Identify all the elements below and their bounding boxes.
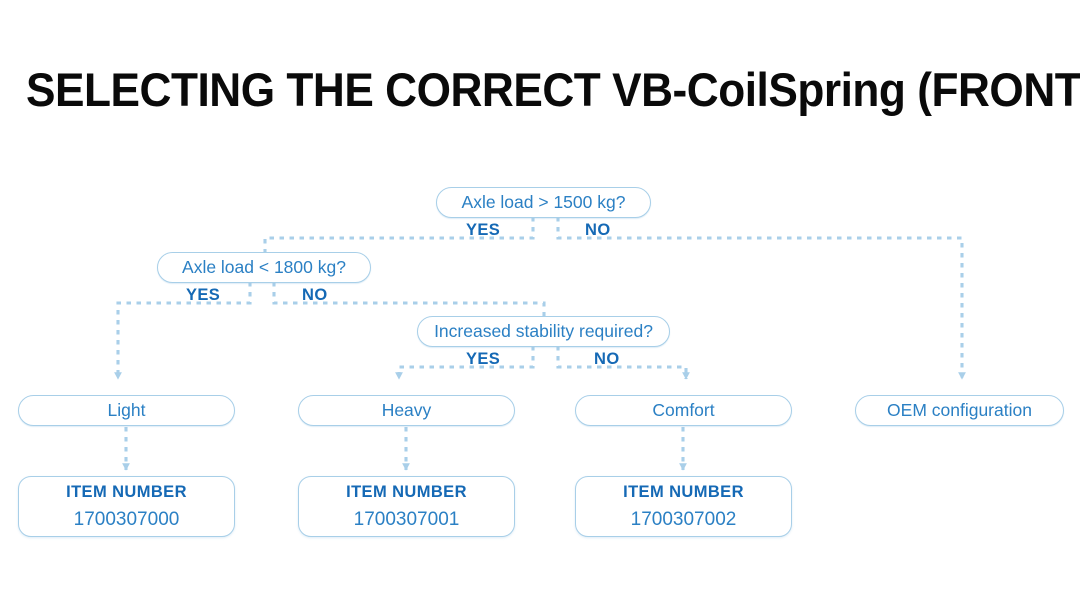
decision-node-label: Axle load > 1500 kg? <box>461 191 626 212</box>
item-number-value: 1700307000 <box>73 508 180 530</box>
branch-label-d3-no: NO <box>594 350 620 368</box>
item-number-box-comfort: ITEM NUMBER 1700307002 <box>575 476 792 537</box>
branch-label-d2-no: NO <box>302 286 328 304</box>
result-pill-label: Comfort <box>652 399 715 420</box>
wire-d2-yes <box>114 282 252 380</box>
decision-node-axle-load-1500[interactable]: Axle load > 1500 kg? <box>436 187 651 218</box>
branch-label-d1-yes: YES <box>466 221 501 239</box>
result-pill-label: Light <box>107 399 146 420</box>
item-number-heading: ITEM NUMBER <box>623 482 744 501</box>
item-number-heading: ITEM NUMBER <box>66 482 187 501</box>
result-pill-oem-configuration[interactable]: OEM configuration <box>855 395 1064 426</box>
result-pill-light[interactable]: Light <box>18 395 235 426</box>
wire-d3-no <box>556 346 690 380</box>
branch-label-d1-no: NO <box>585 221 611 239</box>
result-pill-comfort[interactable]: Comfort <box>575 395 792 426</box>
item-number-value: 1700307002 <box>630 508 737 530</box>
result-pill-label: OEM configuration <box>887 399 1032 420</box>
result-pill-heavy[interactable]: Heavy <box>298 395 515 426</box>
item-number-box-light: ITEM NUMBER 1700307000 <box>18 476 235 537</box>
item-number-heading: ITEM NUMBER <box>346 482 467 501</box>
decision-node-axle-load-1800[interactable]: Axle load < 1800 kg? <box>157 252 371 283</box>
item-number-value: 1700307001 <box>353 508 460 530</box>
decision-node-label: Increased stability required? <box>434 320 653 341</box>
item-number-box-heavy: ITEM NUMBER 1700307001 <box>298 476 515 537</box>
page-title: SELECTING THE CORRECT VB-CoilSpring (FRO… <box>26 63 1080 116</box>
result-pill-label: Heavy <box>381 399 432 420</box>
branch-label-d3-yes: YES <box>466 350 501 368</box>
decision-node-label: Axle load < 1800 kg? <box>182 256 346 277</box>
decision-node-increased-stability[interactable]: Increased stability required? <box>417 316 670 347</box>
branch-label-d2-yes: YES <box>186 286 221 304</box>
